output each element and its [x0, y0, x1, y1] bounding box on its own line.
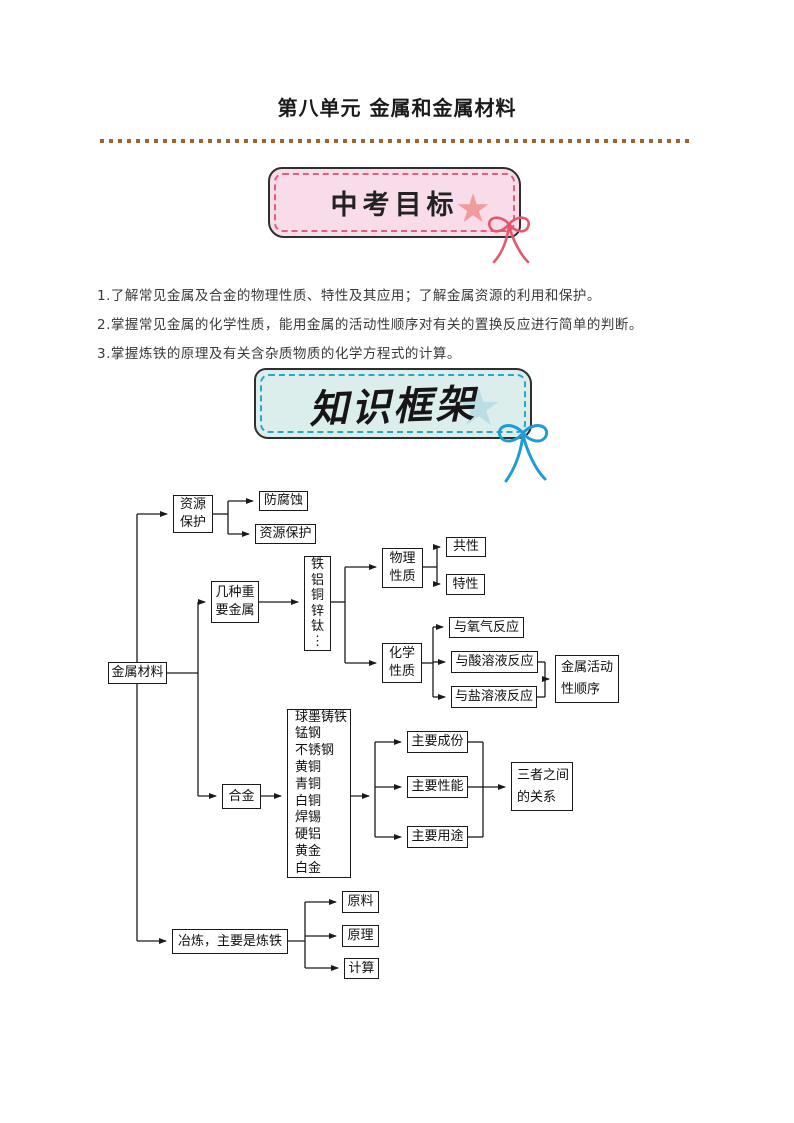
node-important-metals: 几种重 要金属 [211, 581, 259, 623]
node-metal-examples: 铁 铝 铜 锌 钛 ⋮ [304, 556, 331, 651]
node-metal-materials: 金属材料 [108, 662, 167, 684]
node-activity-series: 金属活动 性顺序 [555, 655, 619, 703]
goal-item-3: 3.掌握炼铁的原理及有关含杂质物质的化学方程式的计算。 [97, 346, 461, 362]
exam-goals-badge-label: 中考目标 [330, 190, 459, 221]
node-chemical-properties: 化学 性质 [382, 643, 422, 683]
pink-ribbon-bow-icon [487, 216, 531, 264]
node-react-salt-solution: 与盐溶液反应 [451, 686, 537, 708]
node-raw-material: 原料 [342, 891, 379, 913]
node-react-acid-solution: 与酸溶液反应 [451, 651, 538, 673]
goal-item-1: 1.了解常见金属及合金的物理性质、特性及其应用；了解金属资源的利用和保护。 [97, 288, 601, 304]
star-icon: ★ [455, 186, 491, 232]
node-anticorrosion: 防腐蚀 [259, 491, 308, 511]
exam-goals-badge-frame: 中考目标 ★ [274, 173, 515, 232]
blue-ribbon-bow-icon [497, 424, 549, 483]
node-resource-protection: 资源保护 [255, 524, 316, 544]
page-title: 第八单元 金属和金属材料 [277, 96, 517, 120]
node-main-performance: 主要性能 [407, 776, 468, 798]
node-react-oxygen: 与氧气反应 [449, 617, 524, 638]
dotted-separator [100, 139, 694, 143]
node-smelting: 冶炼，主要是炼铁 [172, 929, 288, 954]
node-alloy-examples: 球墨铸铁 锰钢 不锈钢 黄铜 青铜 白铜 焊锡 硬铝 黄金 白金 [287, 709, 351, 878]
node-principle: 原理 [342, 925, 379, 947]
node-main-composition: 主要成份 [407, 731, 468, 753]
node-calculation: 计算 [344, 958, 379, 979]
node-physical-properties: 物理 性质 [382, 548, 423, 588]
node-relation-of-three: 三者之间 的关系 [511, 762, 573, 811]
node-resource-protection-branch: 资源 保护 [173, 495, 213, 533]
star-icon: ★ [455, 378, 502, 438]
node-alloy: 合金 [222, 784, 261, 809]
knowledge-framework-badge-frame: 知识框架 ★ [260, 374, 526, 438]
node-special-properties: 特性 [446, 574, 485, 595]
goal-item-2: 2.掌握常见金属的化学性质，能用金属的活动性顺序对有关的置换反应进行简单的判断。 [97, 317, 643, 333]
knowledge-framework-badge: 知识框架 ★ [254, 368, 532, 439]
node-common-properties: 共性 [446, 537, 486, 557]
node-main-usage: 主要用途 [407, 826, 468, 848]
exam-goals-badge: 中考目标 ★ [268, 167, 521, 238]
